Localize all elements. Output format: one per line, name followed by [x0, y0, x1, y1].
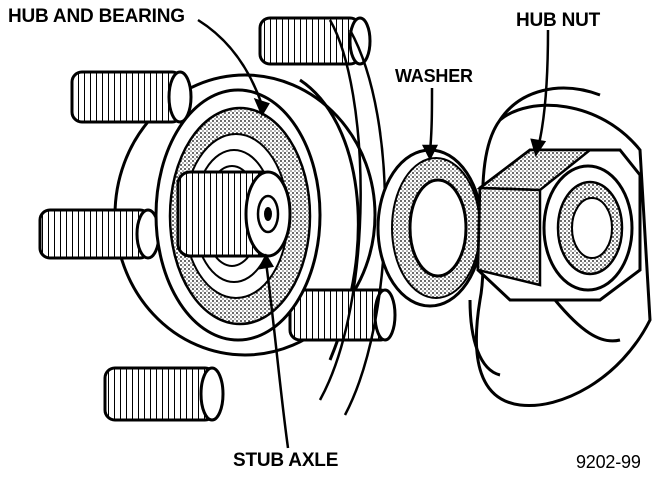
wheel-stud-left [38, 208, 161, 260]
wheel-stud-bottom [103, 366, 225, 422]
label-stub-axle: STUB AXLE [233, 450, 339, 471]
hub-nut-icon [476, 148, 642, 302]
wheel-stud-lower-right [288, 288, 397, 342]
label-washer: WASHER [395, 66, 473, 86]
washer-icon [376, 148, 484, 308]
wheel-stud-upper-left [70, 70, 193, 124]
wheel-stud-top [258, 16, 372, 66]
label-hub-and-bearing: HUB AND BEARING [8, 6, 185, 27]
leader-lines [197, 18, 550, 449]
figure-number: 9202-99 [576, 452, 641, 472]
stub-axle-icon [176, 170, 292, 258]
label-hub-nut: HUB NUT [516, 10, 601, 31]
